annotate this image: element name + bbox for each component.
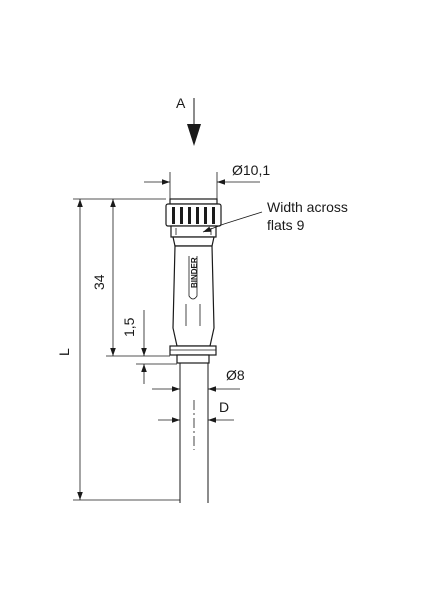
- connector-length-label: 34: [91, 274, 107, 290]
- nut-diameter-dimension: [144, 172, 260, 200]
- width-across-flats-line1: Width across: [267, 199, 348, 215]
- nut-diameter-label: Ø10,1: [232, 162, 270, 178]
- overall-length-label: L: [56, 348, 72, 356]
- knurled-nut-ribs: [172, 207, 215, 224]
- cable-diameter-label: Ø8: [226, 367, 245, 383]
- collar-height-dimension: [136, 310, 177, 384]
- connector-length-dimension: [106, 199, 170, 357]
- view-direction-arrow: [187, 98, 201, 146]
- connector-body: BINDER: [165, 198, 222, 364]
- width-across-flats-leader: [202, 211, 263, 233]
- overall-length-dimension: [73, 198, 180, 501]
- view-label: A: [176, 95, 186, 111]
- collar-height-label: 1,5: [121, 317, 137, 337]
- brand-mark: BINDER: [190, 257, 199, 288]
- d-label: D: [219, 399, 229, 415]
- cable: [179, 363, 209, 503]
- width-across-flats-line2: flats 9: [267, 217, 305, 233]
